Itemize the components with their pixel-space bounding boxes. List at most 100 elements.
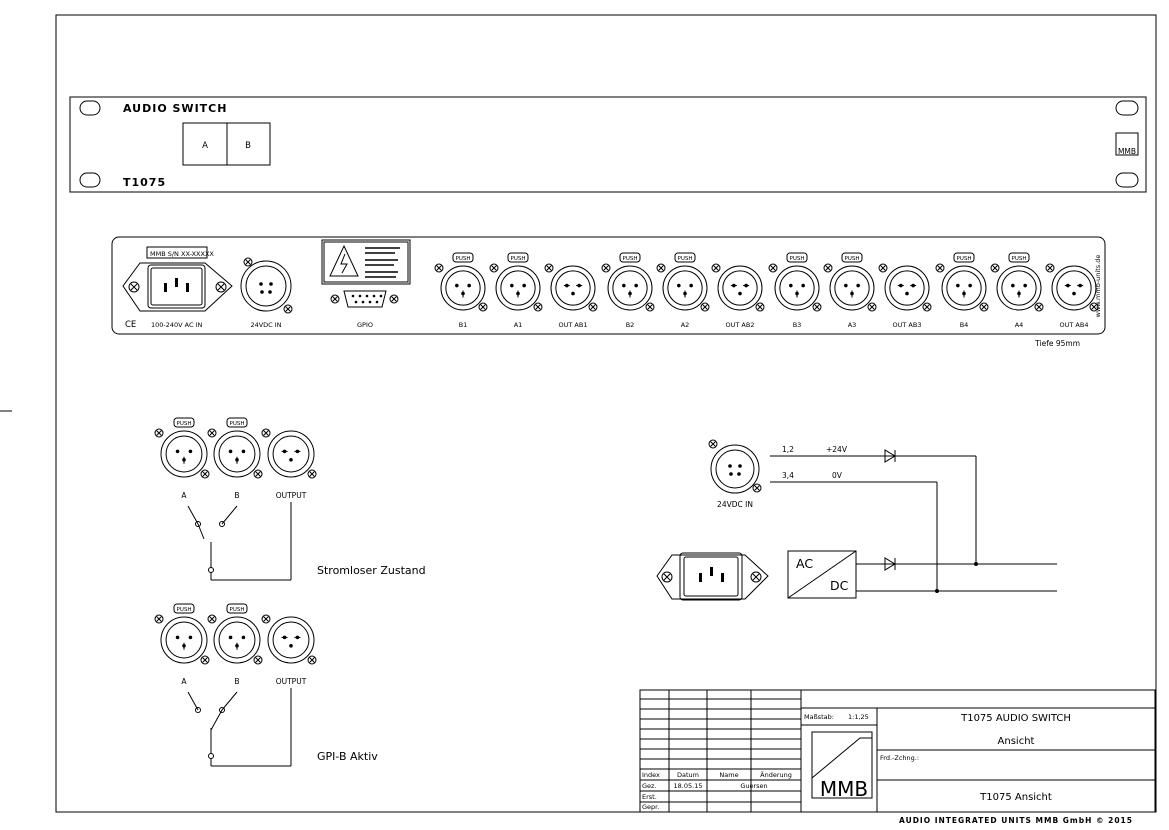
- col-date: Datum: [677, 771, 699, 779]
- serial-label: MMB S/N XX-XXXXX: [150, 250, 214, 258]
- input-b-label: B: [234, 491, 239, 500]
- connector-label: OUT AB2: [726, 321, 755, 329]
- svg-text:PUSH: PUSH: [790, 256, 805, 262]
- drawing-name: T1075 Ansicht: [979, 792, 1052, 803]
- svg-text:PUSH: PUSH: [957, 256, 972, 262]
- front-logo: MMB: [1115, 132, 1139, 156]
- frd-label: Frd.-Zchng.:: [880, 754, 919, 762]
- draw-date: 18.05.15: [674, 782, 703, 790]
- front-title: AUDIO SWITCH: [123, 102, 227, 115]
- push-button-label: PUSH: [173, 603, 195, 614]
- svg-text:MMB: MMB: [1118, 147, 1136, 156]
- push-button-label: PUSH: [619, 252, 641, 263]
- xlr-output: [261, 614, 317, 665]
- svg-text:PUSH: PUSH: [623, 256, 638, 262]
- output-label: OUTPUT: [276, 491, 307, 500]
- push-button-label: PUSH: [786, 252, 808, 263]
- xlr-out-ab1: OUT AB1: [544, 263, 598, 329]
- connector-label: OUT AB4: [1060, 321, 1089, 329]
- diode-upper: [884, 449, 896, 463]
- svg-text:PUSH: PUSH: [177, 607, 192, 613]
- rear-panel: MMB S/N XX-XXXXX CE 100-240V AC IN: [111, 236, 1106, 335]
- mmb-logo: MMB: [811, 731, 873, 801]
- svg-text:PUSH: PUSH: [511, 256, 526, 262]
- title-block: Index Datum Name Änderung Gez. 18.05.15 …: [639, 689, 1156, 813]
- gez-label: Gez.: [642, 782, 657, 790]
- input-a-label: A: [181, 491, 187, 500]
- input-a-label: A: [181, 677, 187, 686]
- xlr-b3: PUSH B3: [768, 252, 822, 329]
- xlr-b4: PUSH B4: [935, 252, 989, 329]
- svg-text:PUSH: PUSH: [456, 256, 471, 262]
- xlr-out-ab3: OUT AB3: [878, 263, 932, 329]
- connector-label: A3: [848, 321, 857, 329]
- dc-label: DC: [830, 578, 849, 593]
- connector-label: A2: [681, 321, 690, 329]
- push-button-label: PUSH: [1008, 252, 1030, 263]
- button-b-label: B: [245, 141, 251, 151]
- xlr-input-a: PUSH: [154, 603, 210, 665]
- push-button-label: PUSH: [226, 417, 248, 428]
- xlr-a3: PUSH A3: [823, 252, 877, 329]
- pin-12-label: 1,2: [782, 445, 794, 454]
- connector-label: B3: [793, 321, 802, 329]
- serial-label-box: [146, 246, 208, 259]
- push-button-label: PUSH: [674, 252, 696, 263]
- drawing-frame: [55, 14, 1157, 813]
- scale-label: Maßstab:: [804, 713, 834, 721]
- xlr-a2: PUSH A2: [656, 252, 710, 329]
- rack-slot-top-left: [79, 100, 101, 116]
- xlr-input-a: PUSH: [154, 417, 210, 479]
- connector-label: A4: [1015, 321, 1024, 329]
- svg-text:PUSH: PUSH: [230, 607, 245, 613]
- xlr-out-ab4: OUT AB4: [1045, 263, 1099, 329]
- iec-power-inlet: [122, 262, 233, 312]
- rack-slot-top-right: [1115, 100, 1139, 116]
- xlr-input-b: PUSH: [207, 603, 263, 665]
- erst-label: Erst.: [642, 793, 657, 801]
- scale-value: 1:1,25: [848, 713, 869, 721]
- svg-text:PUSH: PUSH: [845, 256, 860, 262]
- drawing-subtitle: Ansicht: [998, 736, 1035, 747]
- push-button-label: PUSH: [452, 252, 474, 263]
- output-label: OUTPUT: [276, 677, 307, 686]
- front-panel: AUDIO SWITCH T1075 A B MMB: [69, 96, 1147, 193]
- connector-label: OUT AB3: [893, 321, 922, 329]
- button-a-label: A: [202, 141, 208, 151]
- pin-34-label: 3,4: [782, 471, 794, 480]
- front-model: T1075: [123, 176, 166, 189]
- drawing-title: T1075 AUDIO SWITCH: [960, 713, 1071, 724]
- ac-dc-converter: [787, 550, 857, 599]
- svg-text:PUSH: PUSH: [230, 421, 245, 427]
- state-label: GPI-B Aktiv: [317, 750, 378, 763]
- push-button-label: PUSH: [173, 417, 195, 428]
- connector-label: A1: [514, 321, 523, 329]
- dc-in-diagram-label: 24VDC IN: [717, 500, 753, 509]
- state-label: Stromloser Zustand: [317, 564, 426, 577]
- rack-slot-bottom-left: [79, 172, 101, 188]
- connector-label: B4: [960, 321, 969, 329]
- ce-mark: CE: [125, 320, 136, 330]
- xlr-a1: PUSH A1: [489, 252, 543, 329]
- gpio-db9-connector: [330, 290, 399, 308]
- zero-v-label: 0V: [832, 471, 843, 480]
- gepr-label: Gepr.: [642, 803, 659, 811]
- xlr-out-ab2: OUT AB2: [711, 263, 765, 329]
- svg-text:PUSH: PUSH: [678, 256, 693, 262]
- draw-name: Guersen: [740, 782, 767, 790]
- dc-in-connector: [240, 257, 293, 314]
- diode-lower: [884, 557, 896, 571]
- push-button-label: PUSH: [953, 252, 975, 263]
- connector-label: OUT AB1: [559, 321, 588, 329]
- col-name: Name: [719, 771, 738, 779]
- ac-in-label: 100-240V AC IN: [151, 321, 203, 329]
- gpio-label: GPIO: [357, 321, 373, 329]
- col-index: Index: [642, 771, 660, 779]
- col-change: Änderung: [760, 770, 792, 779]
- svg-text:PUSH: PUSH: [177, 421, 192, 427]
- xlr-a4: PUSH A4: [990, 252, 1044, 329]
- dc-in-label: 24VDC IN: [250, 321, 281, 329]
